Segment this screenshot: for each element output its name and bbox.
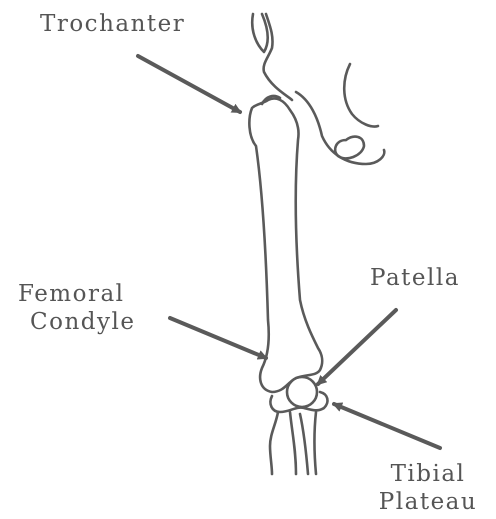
- tibial-plateau-line1: Tibial: [364, 460, 492, 488]
- tibia-outline: [270, 412, 316, 474]
- femoral-condyle-label: Femoral Condyle: [18, 280, 135, 336]
- patella-arrow: [318, 310, 396, 384]
- ischium-outline: [296, 92, 384, 164]
- tibial-plateau-label: Tibial Plateau: [364, 460, 492, 516]
- patella-label: Patella: [370, 264, 460, 292]
- trochanter-arrow: [138, 56, 240, 112]
- acetabulum-loop: [335, 137, 364, 159]
- tibial-plateau-outline: [270, 392, 327, 412]
- trochanter-text: Trochanter: [40, 10, 185, 38]
- hip-arc: [344, 64, 378, 127]
- tibial-plateau-arrow: [334, 404, 440, 448]
- patella-shape: [287, 377, 317, 407]
- patella-text: Patella: [370, 264, 460, 292]
- femoral-condyle-line1: Femoral: [18, 280, 135, 308]
- femoral-condyle-arrow: [170, 318, 266, 358]
- trochanter-label: Trochanter: [40, 10, 185, 38]
- femur-outline: [249, 98, 322, 392]
- pelvis-outline: [252, 14, 292, 100]
- femoral-condyle-line2: Condyle: [18, 308, 135, 336]
- tibial-plateau-line2: Plateau: [364, 488, 492, 516]
